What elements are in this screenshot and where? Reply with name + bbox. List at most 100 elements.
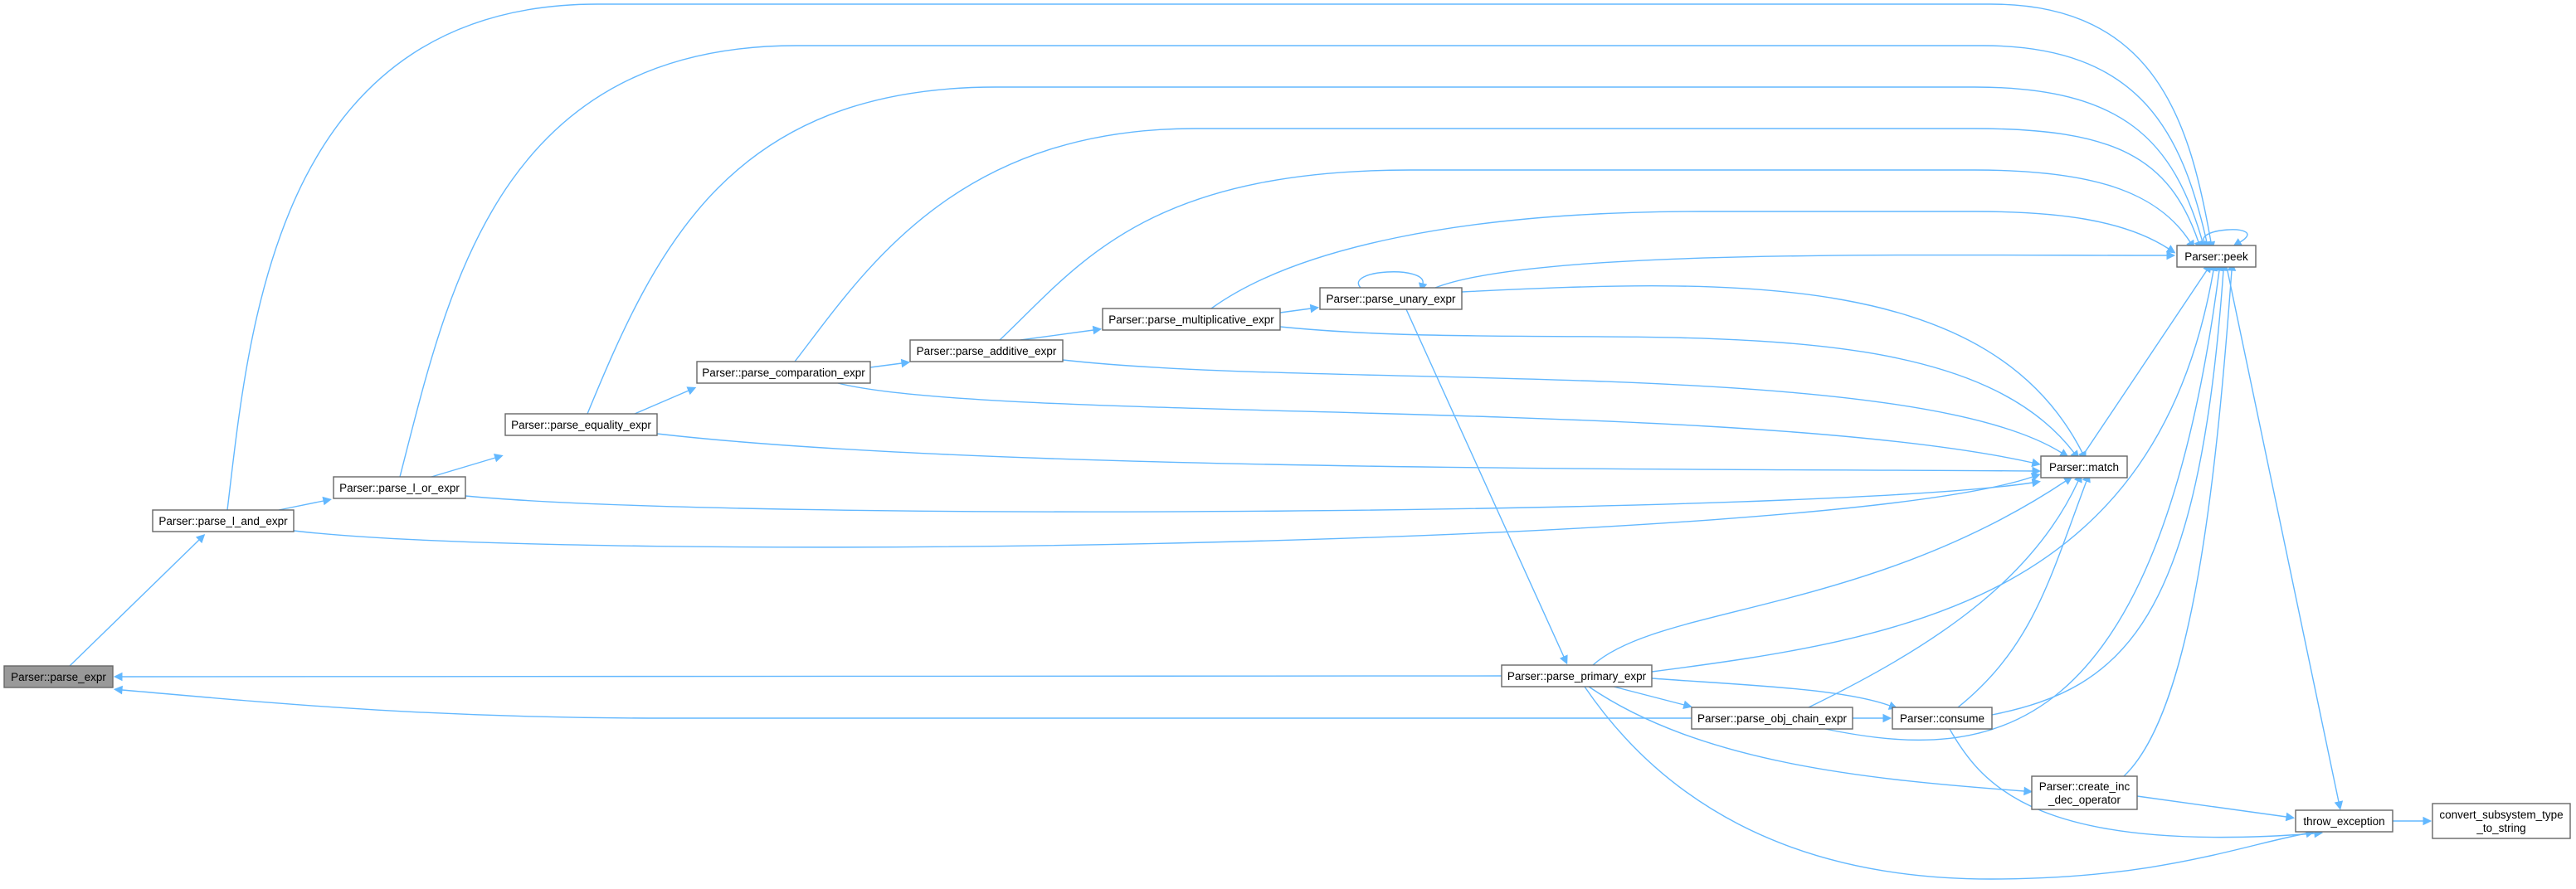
node-box[interactable] [2031,775,2138,810]
node-box[interactable] [2295,809,2393,833]
node-box[interactable] [1691,707,1853,730]
node-box[interactable] [504,413,658,436]
edge-parse_unary_expr-to-match [1461,285,2083,454]
arrowhead-parse_l_and_expr-to-match [2030,473,2041,482]
edge-parse_l_or_expr-to-match [465,482,2033,513]
node-match[interactable]: Parser::match [2040,455,2128,479]
edge-parse_comparation_expr-to-match [837,382,2033,464]
node-parse-expr[interactable]: Parser::parse_expr [3,665,114,688]
node-parse-unary-expr[interactable]: Parser::parse_unary_expr [1319,287,1463,310]
node-parse-l-and-expr[interactable]: Parser::parse_l_and_expr [152,509,295,532]
edge-parse_equality_expr-to-match [656,433,2033,472]
node-label: Parser::parse_l_and_expr [158,515,288,527]
arrowhead-parse_equality_expr-to-match [2032,466,2042,476]
arrowhead-parse_additive_expr-to-parse_multiplicative_expr [1092,325,1103,335]
arrowhead-throw_exception-to-convert_subsystem_type_to_string [2423,816,2432,826]
edges-layer [69,3,2432,880]
arrowhead-peek-to-throw_exception [2334,800,2344,810]
node-label: Parser::parse_primary_expr [1507,670,1647,683]
node-box[interactable] [909,339,1064,362]
node-parse-multiplicative-expr[interactable]: Parser::parse_multiplicative_expr [1102,308,1281,331]
edge-parse_l_and_expr-to-peek [226,3,2212,511]
node-label: Parser::parse_obj_chain_expr [1697,712,1848,725]
edge-parse_unary_expr-to-parse_unary_expr [1357,271,1424,289]
edge-parse_comparation_expr-to-parse_additive_expr [869,362,903,368]
node-box[interactable] [1102,308,1281,331]
edge-parse_multiplicative_expr-to-peek [1210,211,2169,309]
node-label: throw_exception [2303,815,2384,828]
node-box[interactable] [696,361,871,384]
node-label: Parser::create_inc [2039,780,2130,793]
node-convert-subsystem-type-to-string[interactable]: convert_subsystem_type_to_string [2432,803,2571,839]
edge-parse_primary_expr-to-peek [1651,270,2214,673]
arrowhead-parse_comparation_expr-to-parse_additive_expr [900,358,911,368]
node-label: Parser::parse_l_or_expr [339,482,460,494]
node-box[interactable] [152,509,295,532]
node-label: Parser::peek [2184,250,2248,263]
node-box[interactable] [1501,664,1653,687]
node-box[interactable] [3,665,114,688]
nodes-layer: Parser::parse_expr Parser::parse_l_and_ex… [3,245,2571,839]
node-parse-comparation-expr[interactable]: Parser::parse_comparation_expr [696,361,871,384]
node-parse-primary-expr[interactable]: Parser::parse_primary_expr [1501,664,1653,687]
node-label: Parser::match [2049,461,2119,474]
node-label: Parser::parse_multiplicative_expr [1108,313,1274,326]
arrowhead-parse_primary_expr-to-parse_expr [113,672,123,682]
edge-parse_l_and_expr-to-parse_l_or_expr [278,500,324,511]
node-peek[interactable]: Parser::peek [2176,245,2257,268]
node-label: convert_subsystem_type [2439,809,2563,821]
edge-parse_primary_expr-to-consume [1651,678,1891,707]
arrowhead-parse_multiplicative_expr-to-parse_unary_expr [1309,304,1320,313]
edge-consume-to-peek [1991,270,2224,716]
arrowhead-parse_comparation_expr-to-match [2031,458,2041,468]
node-box[interactable] [333,476,466,499]
edge-create_inc_dec_operator-to-peek [2123,270,2233,777]
arrowhead-parse_primary_expr-to-parse_obj_chain_expr [1682,700,1692,710]
node-consume[interactable]: Parser::consume [1892,707,1993,730]
node-parse-equality-expr[interactable]: Parser::parse_equality_expr [504,413,658,436]
node-box[interactable] [2040,455,2128,479]
edge-parse_expr-to-parse_l_and_expr [69,539,200,667]
node-box[interactable] [1319,287,1463,310]
edge-parse_obj_chain_expr-to-peek [1824,270,2220,741]
edge-parse_l_and_expr-to-match [293,476,2033,548]
edge-peek-to-throw_exception [2226,266,2340,803]
edge-consume-to-match [1957,480,2087,708]
edge-parse_additive_expr-to-peek [999,169,2191,341]
edge-parse_l_or_expr-to-parse_equality_expr [431,457,496,478]
node-parse-l-or-expr[interactable]: Parser::parse_l_or_expr [333,476,466,499]
node-box[interactable] [2432,803,2571,839]
edge-parse_primary_expr-to-parse_obj_chain_expr [1613,686,1685,706]
edge-match-to-peek [2082,270,2208,457]
arrowhead-parse_obj_chain_expr-to-parse_expr [113,685,123,695]
arrowhead-parse_unary_expr-to-peek [2166,250,2176,260]
edge-parse_comparation_expr-to-peek [794,128,2199,362]
node-box[interactable] [2176,245,2257,268]
arrowhead-parse_obj_chain_expr-to-consume [1882,713,1892,723]
node-label: Parser::parse_additive_expr [917,345,1057,357]
edge-parse_multiplicative_expr-to-match [1279,326,2075,454]
node-parse-additive-expr[interactable]: Parser::parse_additive_expr [909,339,1064,362]
arrowhead-parse_unary_expr-to-parse_primary_expr [1559,654,1568,665]
edge-parse_primary_expr-to-throw_exception [1584,686,2307,880]
edge-parse_equality_expr-to-parse_comparation_expr [634,390,689,415]
edge-create_inc_dec_operator-to-throw_exception [2136,795,2287,818]
node-label: _dec_operator [2048,794,2121,806]
edge-parse_unary_expr-to-peek [1434,254,2168,289]
node-parse-obj-chain-expr[interactable]: Parser::parse_obj_chain_expr [1691,707,1853,730]
node-label: _to_string [2476,822,2525,834]
node-box[interactable] [1892,707,1993,730]
edge-parse_additive_expr-to-parse_multiplicative_expr [1020,329,1094,341]
node-throw-exception[interactable]: throw_exception [2295,809,2393,833]
edge-parse_obj_chain_expr-to-parse_expr [121,689,1692,719]
node-label: Parser::parse_comparation_expr [702,367,865,379]
edge-parse_additive_expr-to-match [1062,359,2062,454]
arrowhead-parse_l_or_expr-to-match [2031,478,2042,488]
edge-consume-to-throw_exception [1949,728,2315,838]
edge-peek-to-peek [2203,229,2248,246]
edge-parse_primary_expr-to-parse_expr [121,675,1502,678]
node-label: Parser::parse_equality_expr [511,419,651,431]
arrowhead-parse_expr-to-parse_l_and_expr [195,533,206,544]
node-create-inc-dec-operator[interactable]: Parser::create_inc_dec_operator [2031,775,2138,810]
